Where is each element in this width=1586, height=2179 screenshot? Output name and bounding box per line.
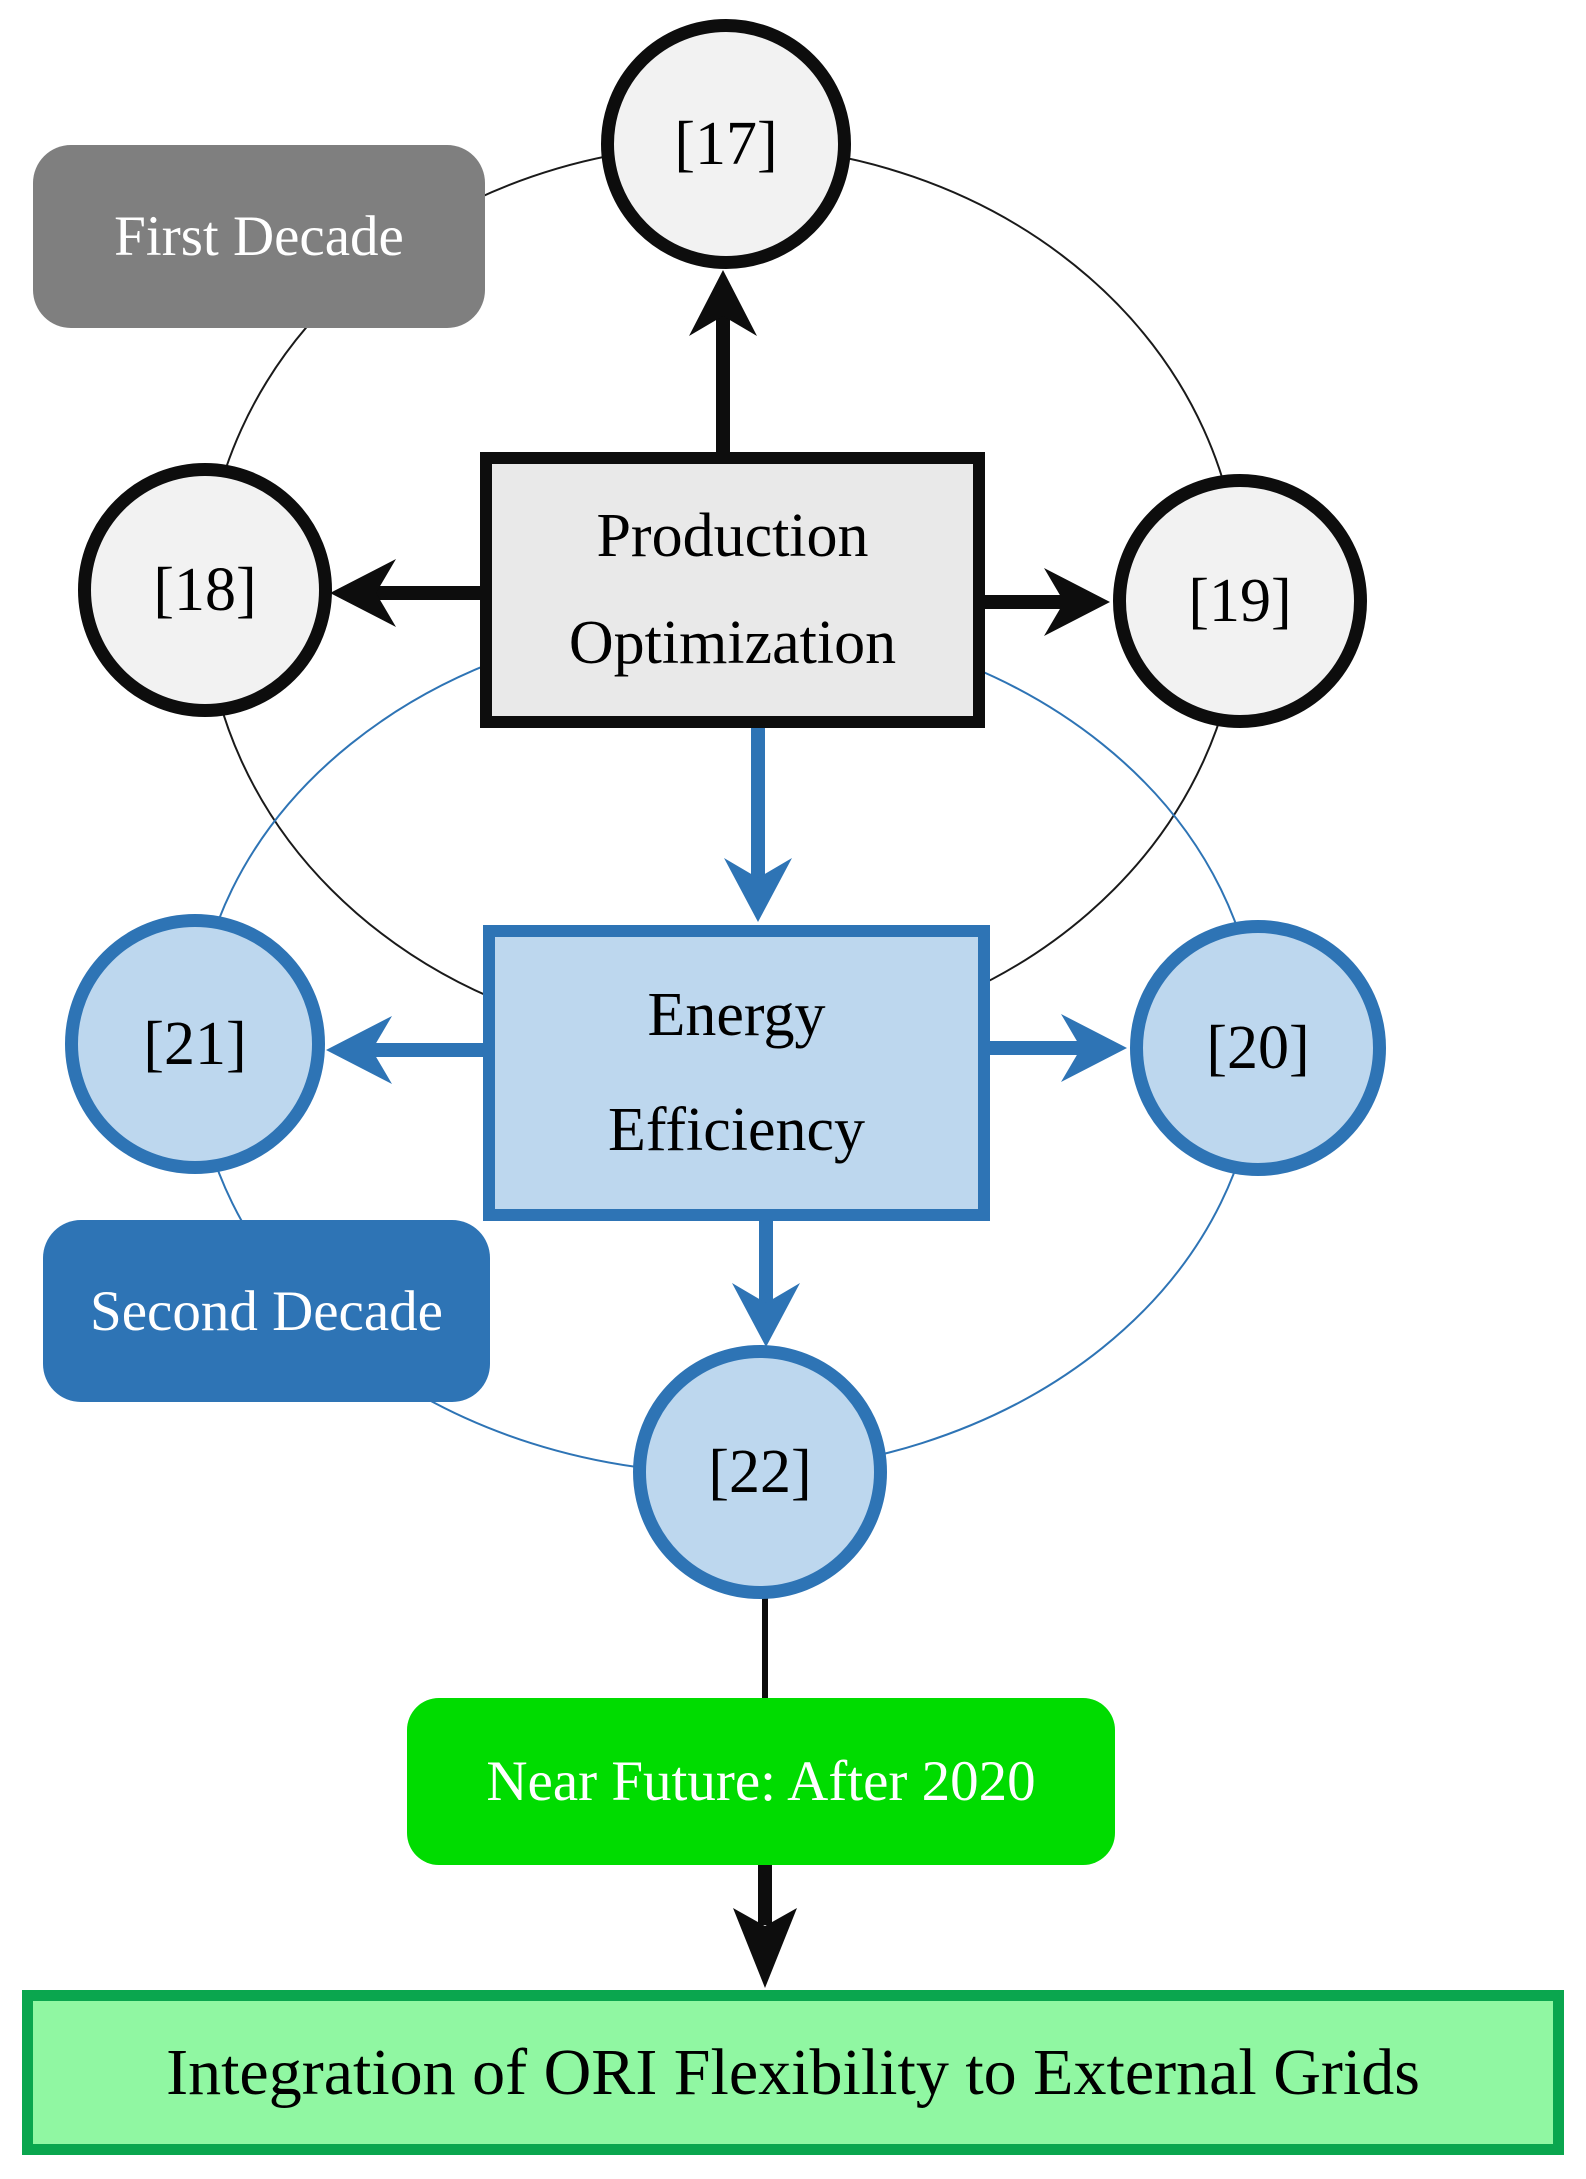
energy-line2: Efficiency bbox=[607, 1095, 866, 1164]
ref-circle-18: [18] bbox=[78, 463, 332, 717]
arrow-production-to-19 bbox=[983, 568, 1110, 636]
first-decade-label: First Decade bbox=[33, 145, 485, 328]
line-22-to-near-future bbox=[762, 1597, 768, 1702]
arrow-energy-to-22 bbox=[732, 1221, 800, 1347]
arrow-production-to-17 bbox=[689, 270, 757, 454]
ref-circle-20: [20] bbox=[1130, 920, 1386, 1176]
ref-21-text: [21] bbox=[143, 1009, 247, 1078]
integration-text: Integration of ORI Flexibility to Extern… bbox=[166, 2035, 1420, 2109]
arrow-near-future-to-integration bbox=[733, 1863, 797, 1988]
first-decade-text: First Decade bbox=[114, 205, 404, 268]
arrow-energy-to-20 bbox=[988, 1014, 1127, 1082]
arrow-production-to-18 bbox=[330, 559, 482, 627]
ref-17-text: [17] bbox=[674, 109, 778, 178]
near-future-text: Near Future: After 2020 bbox=[486, 1750, 1036, 1813]
energy-efficiency-box: Energy Efficiency bbox=[483, 925, 990, 1221]
near-future-label: Near Future: After 2020 bbox=[407, 1698, 1115, 1865]
production-optimization-box: Production Optimization bbox=[480, 452, 985, 728]
ref-22-text: [22] bbox=[708, 1437, 812, 1506]
ref-20-text: [20] bbox=[1206, 1013, 1310, 1082]
energy-line1: Energy bbox=[647, 981, 826, 1050]
production-line2: Optimization bbox=[568, 609, 897, 678]
arrow-energy-to-21 bbox=[326, 1016, 483, 1084]
integration-box: Integration of ORI Flexibility to Extern… bbox=[22, 1990, 1564, 2155]
production-line1: Production bbox=[596, 501, 869, 570]
ref-18-text: [18] bbox=[153, 555, 257, 624]
second-decade-text: Second Decade bbox=[90, 1279, 443, 1343]
second-decade-label: Second Decade bbox=[43, 1220, 490, 1402]
ref-19-text: [19] bbox=[1188, 566, 1292, 635]
arrow-production-to-energy bbox=[724, 728, 792, 922]
ref-circle-19: [19] bbox=[1113, 474, 1367, 728]
ref-circle-17: [17] bbox=[601, 19, 851, 269]
ref-circle-22: [22] bbox=[633, 1345, 887, 1599]
ref-circle-21: [21] bbox=[65, 914, 325, 1174]
